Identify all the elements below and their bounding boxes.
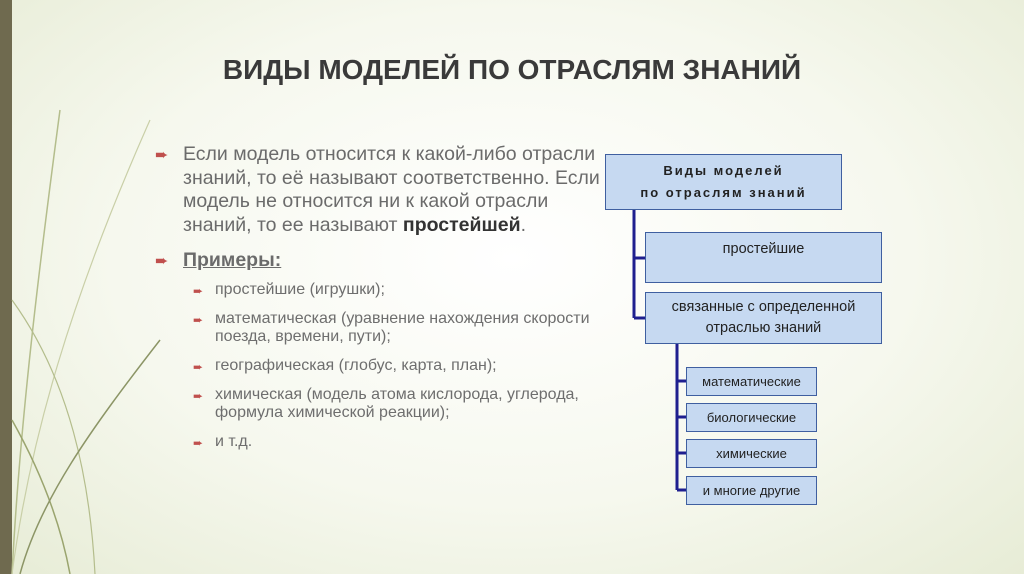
diagram-root-box: Виды моделей по отраслям знаний [605, 154, 842, 210]
diagram-leaf-other: и многие другие [686, 476, 817, 505]
decorative-swoosh [11, 109, 161, 574]
diagram-branch-box: связанные с определенной отраслью знаний [645, 292, 882, 344]
arrow-bullet-icon: ➨ [193, 312, 204, 327]
arrow-bullet-icon: ➨ [155, 147, 169, 164]
arrow-bullet-icon: ➨ [155, 253, 169, 270]
slide-title: ВИДЫ МОДЕЛЕЙ ПО ОТРАСЛЯМ ЗНАНИЙ [222, 54, 802, 85]
bullet-list: ➨ Если модель относится к какой-либо отр… [155, 143, 605, 462]
intro-text: Если модель относится к какой-либо отрас… [183, 143, 600, 236]
examples-bullet: ➨ Примеры: [155, 249, 605, 273]
intro-strong: простейшей [402, 213, 521, 236]
examples-label: Примеры: [183, 249, 282, 271]
diagram-leaf-bio: биологические [686, 403, 817, 432]
left-accent-bar [0, 0, 12, 574]
diagram-leaf-chem: химические [686, 439, 817, 468]
arrow-bullet-icon: ➨ [193, 359, 204, 374]
intro-end: . [520, 213, 527, 236]
diagram-leaf-math: математические [686, 367, 817, 396]
arrow-bullet-icon: ➨ [193, 435, 204, 450]
example-item: ➨географическая (глобус, карта, план); [193, 356, 497, 374]
diagram-simple-box: простейшие [645, 232, 882, 283]
arrow-bullet-icon: ➨ [193, 283, 204, 298]
example-item: ➨и т.д. [193, 432, 253, 450]
examples-list: ➨простейшие (игрушки); ➨математическая (… [155, 281, 605, 451]
example-item: ➨простейшие (игрушки); [193, 280, 385, 298]
arrow-bullet-icon: ➨ [193, 388, 204, 403]
intro-bullet: ➨ Если модель относится к какой-либо отр… [155, 143, 605, 237]
example-item: ➨математическая (уравнение нахождения ск… [193, 309, 590, 345]
example-item: ➨химическая (модель атома кислорода, угл… [193, 385, 579, 421]
